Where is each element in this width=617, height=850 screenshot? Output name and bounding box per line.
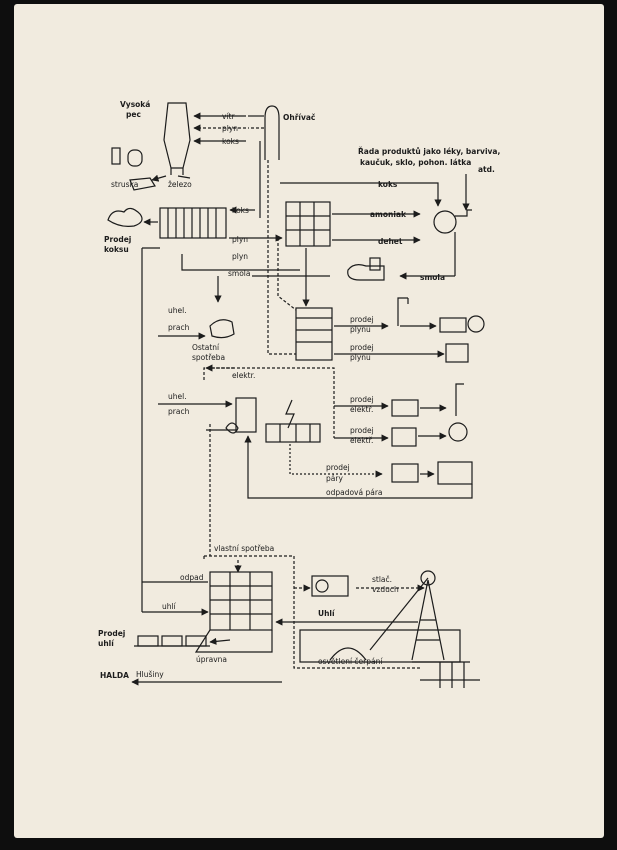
gas-motor-icon	[439, 317, 467, 333]
label-halda: HALDA	[100, 671, 129, 680]
label-zelezo: železo	[168, 180, 192, 189]
label-prodej-plynu-b1: prodej	[350, 343, 374, 352]
label-vlastni-spotreba: vlastní spotřeba	[214, 544, 274, 553]
label-osvetleni: osvětlení čerpání	[318, 657, 383, 666]
label-vysoka-pec-1: Vysoká	[120, 100, 150, 109]
coke-oven-icon	[159, 207, 227, 239]
blast-furnace-icon	[163, 102, 191, 169]
roll-icon	[127, 149, 143, 167]
label-ohrivac: Ohřívač	[283, 113, 316, 122]
label-ostatni-2: spotřeba	[192, 353, 225, 362]
bottle-icon	[111, 147, 121, 165]
label-dehet: dehet	[378, 237, 403, 246]
label-elektr: elektr.	[232, 371, 255, 380]
label-prodej-uhli-1: Prodej	[98, 629, 125, 638]
chemical-plant-icon	[285, 201, 331, 247]
label-plyn-mid: plyn	[232, 235, 248, 244]
lightning-icon	[285, 399, 295, 429]
label-prodej-koksu-2: koksu	[104, 245, 129, 254]
tar-barrel-icon	[369, 257, 381, 271]
label-vysoka-pec-2: pec	[126, 110, 141, 119]
label-prodej-plynu-a1: prodej	[350, 315, 374, 324]
label-plyn-top: plyn	[222, 124, 238, 133]
compressor-icon	[311, 575, 349, 597]
label-stlac-2: vzduch	[372, 585, 399, 594]
label-uhli-left: uhlí	[162, 602, 177, 611]
hoist-wheel-icon	[329, 647, 367, 661]
headframe-icon	[411, 579, 445, 661]
label-plyn-mid2: plyn	[232, 252, 248, 261]
label-koks-top: koks	[222, 137, 239, 146]
steam-consumer-icon	[437, 461, 473, 485]
gas-holder-icon	[295, 307, 333, 361]
label-upravna: úpravna	[196, 655, 227, 664]
slag-icon	[129, 177, 156, 191]
electric-motor-icon	[391, 399, 419, 417]
gas-lamp-icon	[397, 297, 409, 326]
label-rada-1: Řada produktů jako léky, barviva,	[358, 147, 500, 156]
label-prach-1: prach	[168, 323, 190, 332]
heater-icon	[264, 105, 280, 160]
label-prodej-plynu-b2: plynu	[350, 353, 371, 362]
radiator-icon	[391, 463, 419, 483]
label-uhel-2: uhel.	[168, 392, 187, 401]
label-prodej-uhli-2: uhlí	[98, 639, 114, 648]
label-ostatni-1: Ostatní	[192, 343, 220, 352]
book-page	[14, 4, 604, 838]
label-prodej-elektr-a1: prodej	[350, 395, 374, 404]
label-koks-left: koks	[232, 206, 249, 215]
coal-wagon-icon	[137, 635, 159, 647]
label-prodej-koksu-1: Prodej	[104, 235, 131, 244]
pump-icon	[433, 210, 457, 234]
gas-stove-icon	[445, 343, 469, 363]
label-prodej-plynu-a2: plynu	[350, 325, 371, 334]
label-odpad: odpad	[180, 573, 204, 582]
flame-icon	[225, 422, 239, 434]
label-odpadova-para: odpadová pára	[326, 488, 383, 497]
electric-stove-icon	[391, 427, 417, 447]
label-prodej-elektr-a2: elektř.	[350, 405, 373, 414]
label-smola-right: smola	[420, 273, 445, 282]
label-atd: atd.	[478, 165, 495, 174]
label-prodej-pary-1: prodej	[326, 463, 350, 472]
label-smola-left: smola	[228, 269, 250, 278]
coal-prep-building-icon	[209, 571, 273, 631]
electric-appliance-icon	[448, 422, 468, 442]
label-vitr: vítr	[222, 112, 235, 121]
label-uhli-mid: Uhlí	[318, 609, 335, 618]
label-rada-2: kaučuk, sklo, pohon. látka	[360, 158, 471, 167]
tar-roll-icon	[347, 264, 385, 281]
label-prodej-elektr-b1: prodej	[350, 426, 374, 435]
label-prodej-elektr-b2: elektř.	[350, 436, 373, 445]
label-uhel-1: uhel.	[168, 306, 187, 315]
label-stlac-1: stlač.	[372, 575, 392, 584]
coal-dust-burner-icon	[209, 319, 235, 339]
label-hlusiny: Hlušiny	[136, 670, 164, 679]
label-prach-2: prach	[168, 407, 190, 416]
label-prodej-pary-2: páry	[326, 474, 343, 483]
label-koks-main: koks	[378, 180, 398, 189]
boiler-icon	[235, 397, 257, 433]
label-amoniak: amoniak	[370, 210, 407, 219]
coke-pile-icon	[107, 207, 143, 227]
label-struska: struska	[111, 180, 138, 189]
street-lamp-icon	[455, 383, 464, 416]
turbine-icon	[265, 423, 321, 443]
